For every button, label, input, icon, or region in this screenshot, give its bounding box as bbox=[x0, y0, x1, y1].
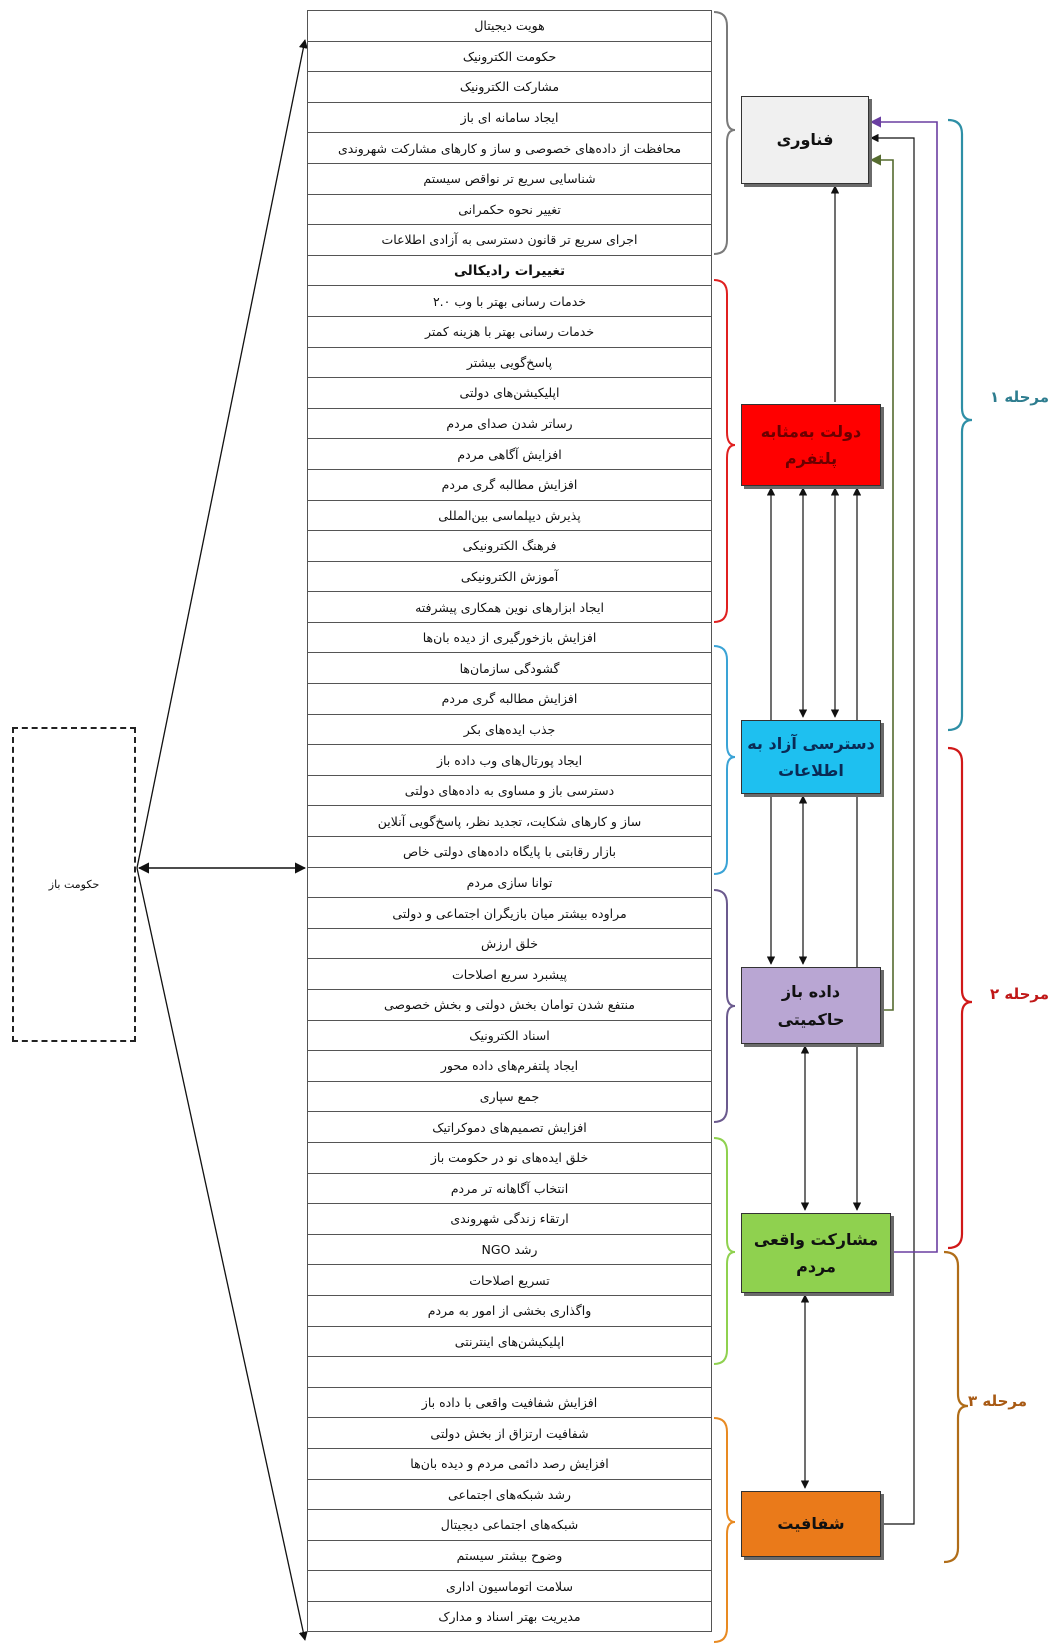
table-row: افزایش رصد دائمی مردم و دیده بان‌ها bbox=[308, 1449, 711, 1480]
table-row: افزایش تصمیم‌های دموکراتیک bbox=[308, 1112, 711, 1143]
table-row: رشد شبکه‌های اجتماعی bbox=[308, 1480, 711, 1511]
table-row: پیشبرد سریع اصلاحات bbox=[308, 959, 711, 990]
table-row: توانا سازی مردم bbox=[308, 868, 711, 899]
table-row: بازار رقابتی با پایگاه داده‌های دولتی خا… bbox=[308, 837, 711, 868]
brace-access bbox=[713, 645, 736, 875]
table-row bbox=[308, 1357, 711, 1388]
open-government-box: حکومت باز bbox=[12, 727, 136, 1042]
sovereign-open-data-box: داده باز حاکمیتی bbox=[741, 967, 881, 1044]
table-row: آموزش الکترونیکی bbox=[308, 562, 711, 593]
table-row: سلامت اتوماسیون اداری bbox=[308, 1571, 711, 1602]
table-row: افزایش بازخورگیری از دیده بان‌ها bbox=[308, 623, 711, 654]
transparency-box: شفافیت bbox=[741, 1491, 881, 1557]
table-row: منتفع شدن توامان بخش دولتی و بخش خصوصی bbox=[308, 990, 711, 1021]
table-row: انتخاب آگاهانه تر مردم bbox=[308, 1174, 711, 1205]
loop-transparency-to-technology bbox=[870, 133, 915, 1525]
fan-line-bottom bbox=[136, 867, 308, 1641]
brace-sovereign bbox=[713, 889, 736, 1123]
loop-participation-to-technology bbox=[869, 116, 938, 1253]
loop-sovereign-to-technology bbox=[869, 154, 894, 1011]
brace-platform bbox=[713, 279, 736, 623]
table-row: اپلیکیشن‌های اینترنتی bbox=[308, 1327, 711, 1358]
table-row: افزایش آگاهی مردم bbox=[308, 439, 711, 470]
stage-3-label: مرحله ۳ bbox=[968, 1392, 1028, 1410]
table-row: ارتقاء زندگی شهروندی bbox=[308, 1204, 711, 1235]
table-row: تسریع اصلاحات bbox=[308, 1265, 711, 1296]
table-row: فرهنگ الکترونیکی bbox=[308, 531, 711, 562]
table-row: جمع سپاری bbox=[308, 1082, 711, 1113]
table-row: واگذاری بخشی از امور به مردم bbox=[308, 1296, 711, 1327]
table-row: افزایش شفافیت واقعی با داده باز bbox=[308, 1388, 711, 1419]
table-row: پذیرش دیپلماسی بین‌المللی bbox=[308, 501, 711, 532]
table-row: ایجاد پورتال‌های وب داده باز bbox=[308, 745, 711, 776]
table-row: ساز و کارهای شکایت، تجدید نظر، پاسخ‌گویی… bbox=[308, 806, 711, 838]
table-row: هویت دیجیتال bbox=[308, 11, 711, 42]
table-row: خدمات رسانی بهتر با هزینه کمتر bbox=[308, 317, 711, 348]
brace-technology bbox=[713, 11, 736, 255]
table-row: ایجاد پلتفرم‌های داده محور bbox=[308, 1051, 711, 1082]
table-row: رساتر شدن صدای مردم bbox=[308, 409, 711, 440]
table-row: گشودگی سازمان‌ها bbox=[308, 653, 711, 685]
stage-1-label: مرحله ۱ bbox=[990, 388, 1050, 406]
brace-stage-2 bbox=[947, 746, 973, 1250]
table-row: شفافیت ارتزاق از بخش دولتی bbox=[308, 1418, 711, 1449]
table-row: اپلیکیشن‌های دولتی bbox=[308, 378, 711, 409]
table-row: شناسایی سریع تر نواقص سیستم bbox=[308, 164, 711, 195]
participation-box: مشارکت واقعی مردم bbox=[741, 1213, 891, 1293]
table-row: رشد NGO bbox=[308, 1235, 711, 1266]
table-row: مشارکت الکترونیک bbox=[308, 72, 711, 103]
stage-2-label: مرحله ۲ bbox=[990, 985, 1050, 1003]
table-row: افزایش مطالبه گری مردم bbox=[308, 684, 711, 715]
table-row: تغییر نحوه حکمرانی bbox=[308, 195, 711, 226]
platform-government-box: دولت به‌مثابه پلتفرم bbox=[741, 404, 881, 486]
brace-stage-3 bbox=[943, 1250, 969, 1564]
table-row: ایجاد ابزارهای نوین همکاری پیشرفته bbox=[308, 592, 711, 623]
table-row: شبکه‌های اجتماعی دیجیتال bbox=[308, 1510, 711, 1541]
table-row: محافظت از داده‌های خصوصی و ساز و کارهای … bbox=[308, 133, 711, 164]
table-row: ایجاد سامانه ای باز bbox=[308, 103, 711, 134]
table-row: خلق ارزش bbox=[308, 929, 711, 960]
table-row: حکومت الکترونیک bbox=[308, 42, 711, 73]
table-row: دسترسی باز و مساوی به داده‌های دولتی bbox=[308, 776, 711, 807]
table-row: وضوح بیشتر سیستم bbox=[308, 1541, 711, 1572]
table-row: اسناد الکترونیک bbox=[308, 1021, 711, 1052]
table-row: اجرای سریع تر قانون دسترسی به آزادی اطلا… bbox=[308, 225, 711, 256]
table-row: افزایش مطالبه گری مردم bbox=[308, 470, 711, 501]
table-row: مدیریت بهتر اسناد و مدارک bbox=[308, 1602, 711, 1633]
technology-box: فناوری bbox=[741, 96, 869, 184]
fan-line-top bbox=[136, 39, 308, 869]
free-access-box: دسترسی آزاد به اطلاعات bbox=[741, 720, 881, 794]
table-row: جذب ایده‌های بکر bbox=[308, 715, 711, 746]
brace-stage-1 bbox=[947, 118, 973, 732]
brace-participation bbox=[713, 1137, 736, 1365]
table-row: خلق ایده‌های نو در حکومت باز bbox=[308, 1143, 711, 1174]
table-row: خدمات رسانی بهتر با وب ۲.۰ bbox=[308, 286, 711, 317]
table-row: پاسخ‌گویی بیشتر bbox=[308, 348, 711, 379]
table-row: مراوده بیشتر میان بازیگران اجتماعی و دول… bbox=[308, 898, 711, 929]
table-row: تغییرات رادیکالی bbox=[308, 256, 711, 287]
brace-transparency bbox=[713, 1417, 736, 1643]
